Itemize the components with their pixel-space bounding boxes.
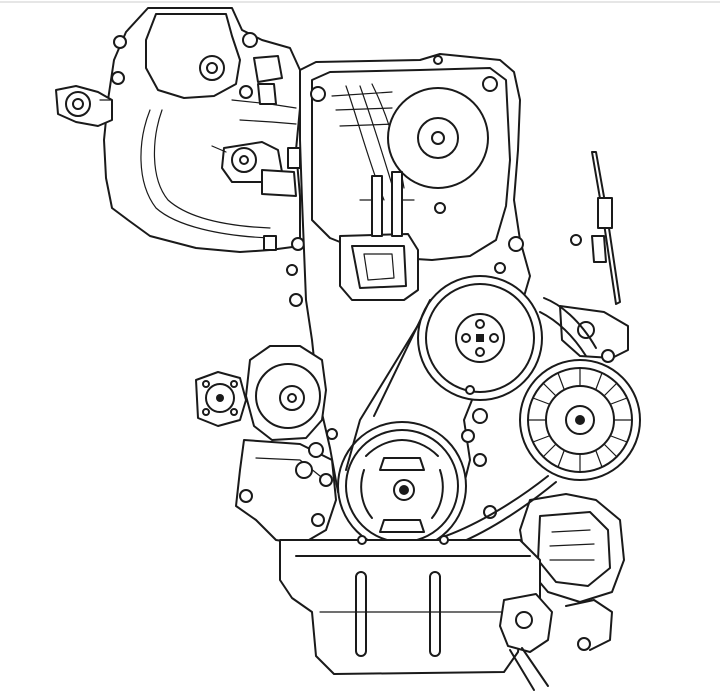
- belt-tensioner: [339, 171, 446, 301]
- dipstick-tube: [570, 151, 621, 305]
- alternator: [519, 305, 641, 481]
- crankshaft-pulley: [337, 421, 467, 551]
- lower-right-mount: [499, 593, 613, 691]
- water-pump-pulley: [417, 275, 543, 401]
- power-steering-pump: [195, 345, 327, 441]
- mounting-bolts: [286, 262, 506, 545]
- intake-manifold: [103, 7, 301, 253]
- throttle-sensor: [55, 85, 113, 127]
- oil-pan: [279, 539, 541, 675]
- camshaft-sprocket: [387, 87, 489, 189]
- engine-mount-bracket: [235, 408, 488, 545]
- sensor-unit: [211, 141, 305, 251]
